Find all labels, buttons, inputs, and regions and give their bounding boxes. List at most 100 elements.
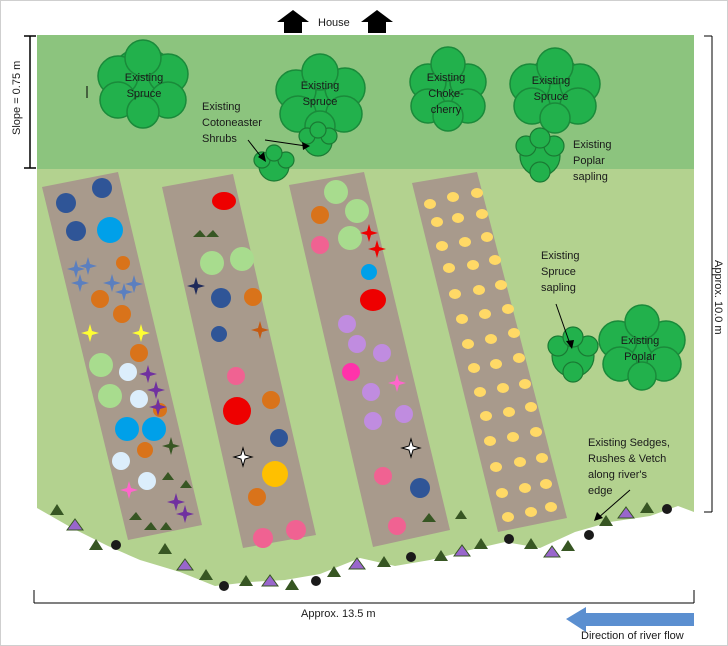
flower-dot-icon [138, 472, 156, 490]
sedge-triangle-icon [285, 579, 299, 590]
flower-dot-icon [97, 217, 123, 243]
leader-lines [86, 86, 631, 519]
flower-dot-icon [311, 236, 329, 254]
arrowheads [258, 142, 603, 521]
flower-dot-icon [115, 417, 139, 441]
flower-dot-icon [130, 344, 148, 362]
sedge-triangle-icon [453, 544, 471, 557]
flower-dot-icon [211, 288, 231, 308]
bed-4-flowers [424, 188, 557, 522]
flower-dot-icon [324, 180, 348, 204]
river-flow-arrow-icon [566, 607, 694, 632]
flower-dot-icon [211, 326, 227, 342]
flower-dot-icon [200, 251, 224, 275]
vetch-dot-icon [311, 576, 321, 586]
house-arrows [277, 10, 393, 33]
flower-dot-icon [112, 452, 130, 470]
tree-canopy-icon [409, 46, 487, 132]
vetch-dot-icon [406, 552, 416, 562]
sedge-triangle-icon [199, 569, 213, 580]
sedge-triangle-icon [50, 504, 64, 515]
flower-dot-icon [89, 353, 113, 377]
tree-canopy-icon [598, 304, 686, 391]
bed-2 [162, 174, 316, 548]
flower-dot-icon [361, 264, 377, 280]
flower-dot-icon [227, 367, 245, 385]
flower-dot-icon [119, 363, 137, 381]
flower-dot-icon [338, 226, 362, 250]
sedge-triangle-icon [543, 545, 561, 558]
sedge-triangle-icon [561, 540, 575, 551]
sedge-triangle-icon [89, 539, 103, 550]
length-bracket [704, 35, 713, 513]
flower-dot-icon [116, 256, 130, 270]
flower-dot-icon [388, 517, 406, 535]
bed-1 [42, 172, 202, 540]
sedge-triangle-icon [474, 538, 488, 549]
flower-dot-icon [286, 520, 306, 540]
house-label: House [318, 17, 350, 29]
flower-dot-icon [253, 528, 273, 548]
shrub-icon [253, 144, 295, 182]
sedge-triangle-icon [599, 515, 613, 526]
river-edge-plants [50, 502, 672, 591]
slope-bracket [24, 35, 36, 169]
bed-triangles [129, 230, 467, 530]
length-label: Approx. 10.0 m [712, 260, 724, 335]
sedge-triangle-icon [176, 558, 194, 571]
house-arrow-icon [277, 10, 309, 33]
vetch-dot-icon [504, 534, 514, 544]
flower-dot-icon [270, 429, 288, 447]
sedge-triangle-icon [261, 574, 279, 587]
flower-dot-icon [362, 383, 380, 401]
vetch-dot-icon [662, 504, 672, 514]
width-bracket [33, 590, 695, 604]
vetch-dot-icon [219, 581, 229, 591]
house-arrow-icon [361, 10, 393, 33]
flower-dot-icon [248, 488, 266, 506]
flower-dot-icon [262, 461, 288, 487]
width-label: Approx. 13.5 m [301, 608, 376, 620]
vetch-dot-icon [111, 540, 121, 550]
flower-dot-icon [338, 315, 356, 333]
flower-dot-icon [66, 221, 86, 241]
flower-dot-icon [348, 335, 366, 353]
sedge-triangle-icon [434, 550, 448, 561]
river-flow-label: Direction of river flow [581, 630, 684, 642]
flower-dot-icon [311, 206, 329, 224]
flower-dot-icon [56, 193, 76, 213]
flower-dot-icon [410, 478, 430, 498]
sedge-triangle-icon [377, 556, 391, 567]
bed-1-flowers [56, 178, 167, 490]
flower-dot-icon [244, 288, 262, 306]
flower-dot-icon [130, 390, 148, 408]
flower-dot-icon [395, 405, 413, 423]
flower-dot-icon [98, 384, 122, 408]
vetch-dot-icon [584, 530, 594, 540]
shrub-icon [298, 121, 338, 157]
sedge-triangle-icon [524, 538, 538, 549]
bed-3-flowers [311, 180, 430, 535]
flower-dot-icon [92, 178, 112, 198]
flower-dot-icon [345, 199, 369, 223]
tree-canopy-icon [509, 47, 601, 134]
shrub-icon [515, 127, 565, 183]
shrub-icon [547, 326, 599, 383]
bed-4 [412, 172, 567, 532]
sedge-triangle-icon [158, 543, 172, 554]
sedge-triangle-icon [327, 566, 341, 577]
flower-dot-icon [373, 344, 391, 362]
sedge-triangle-icon [239, 575, 253, 586]
sedge-triangle-icon [617, 506, 635, 519]
tree-canopies [97, 39, 686, 391]
shrubs [253, 121, 599, 383]
